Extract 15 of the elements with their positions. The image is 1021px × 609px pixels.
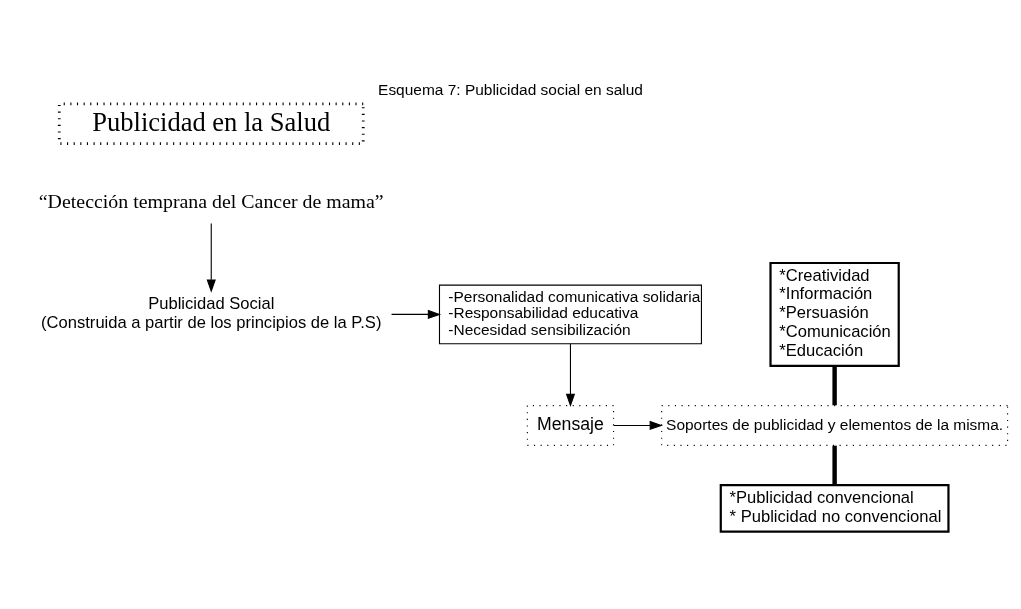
node-box: *Publicidad convencional * Publicidad no convencional <box>719 483 950 533</box>
arrow <box>206 222 216 293</box>
connector <box>832 365 837 405</box>
node-box: Publicidad en la Salud <box>57 101 365 145</box>
arrow <box>391 309 442 319</box>
node-box: Soportes de publicidad y elementos de la misma. <box>661 404 1009 446</box>
node-box: -Personalidad comunicativa solidaria -Responsabilidad educativa -Necesidad sensibilización <box>438 284 702 344</box>
arrow <box>565 342 576 407</box>
node-box: *Creatividad *Información *Persuasión *Comunicación *Educación <box>769 261 900 367</box>
node-box: Mensaje <box>526 404 615 446</box>
node-text: “Detección temprana del Cancer de mama” <box>38 189 384 212</box>
diagram-title: Esquema 7: Publicidad social en salud <box>378 80 643 98</box>
connector <box>832 445 837 485</box>
node-text: Publicidad Social (Construida a partir de los principios de la P.S) <box>41 293 382 332</box>
arrow <box>613 420 663 430</box>
